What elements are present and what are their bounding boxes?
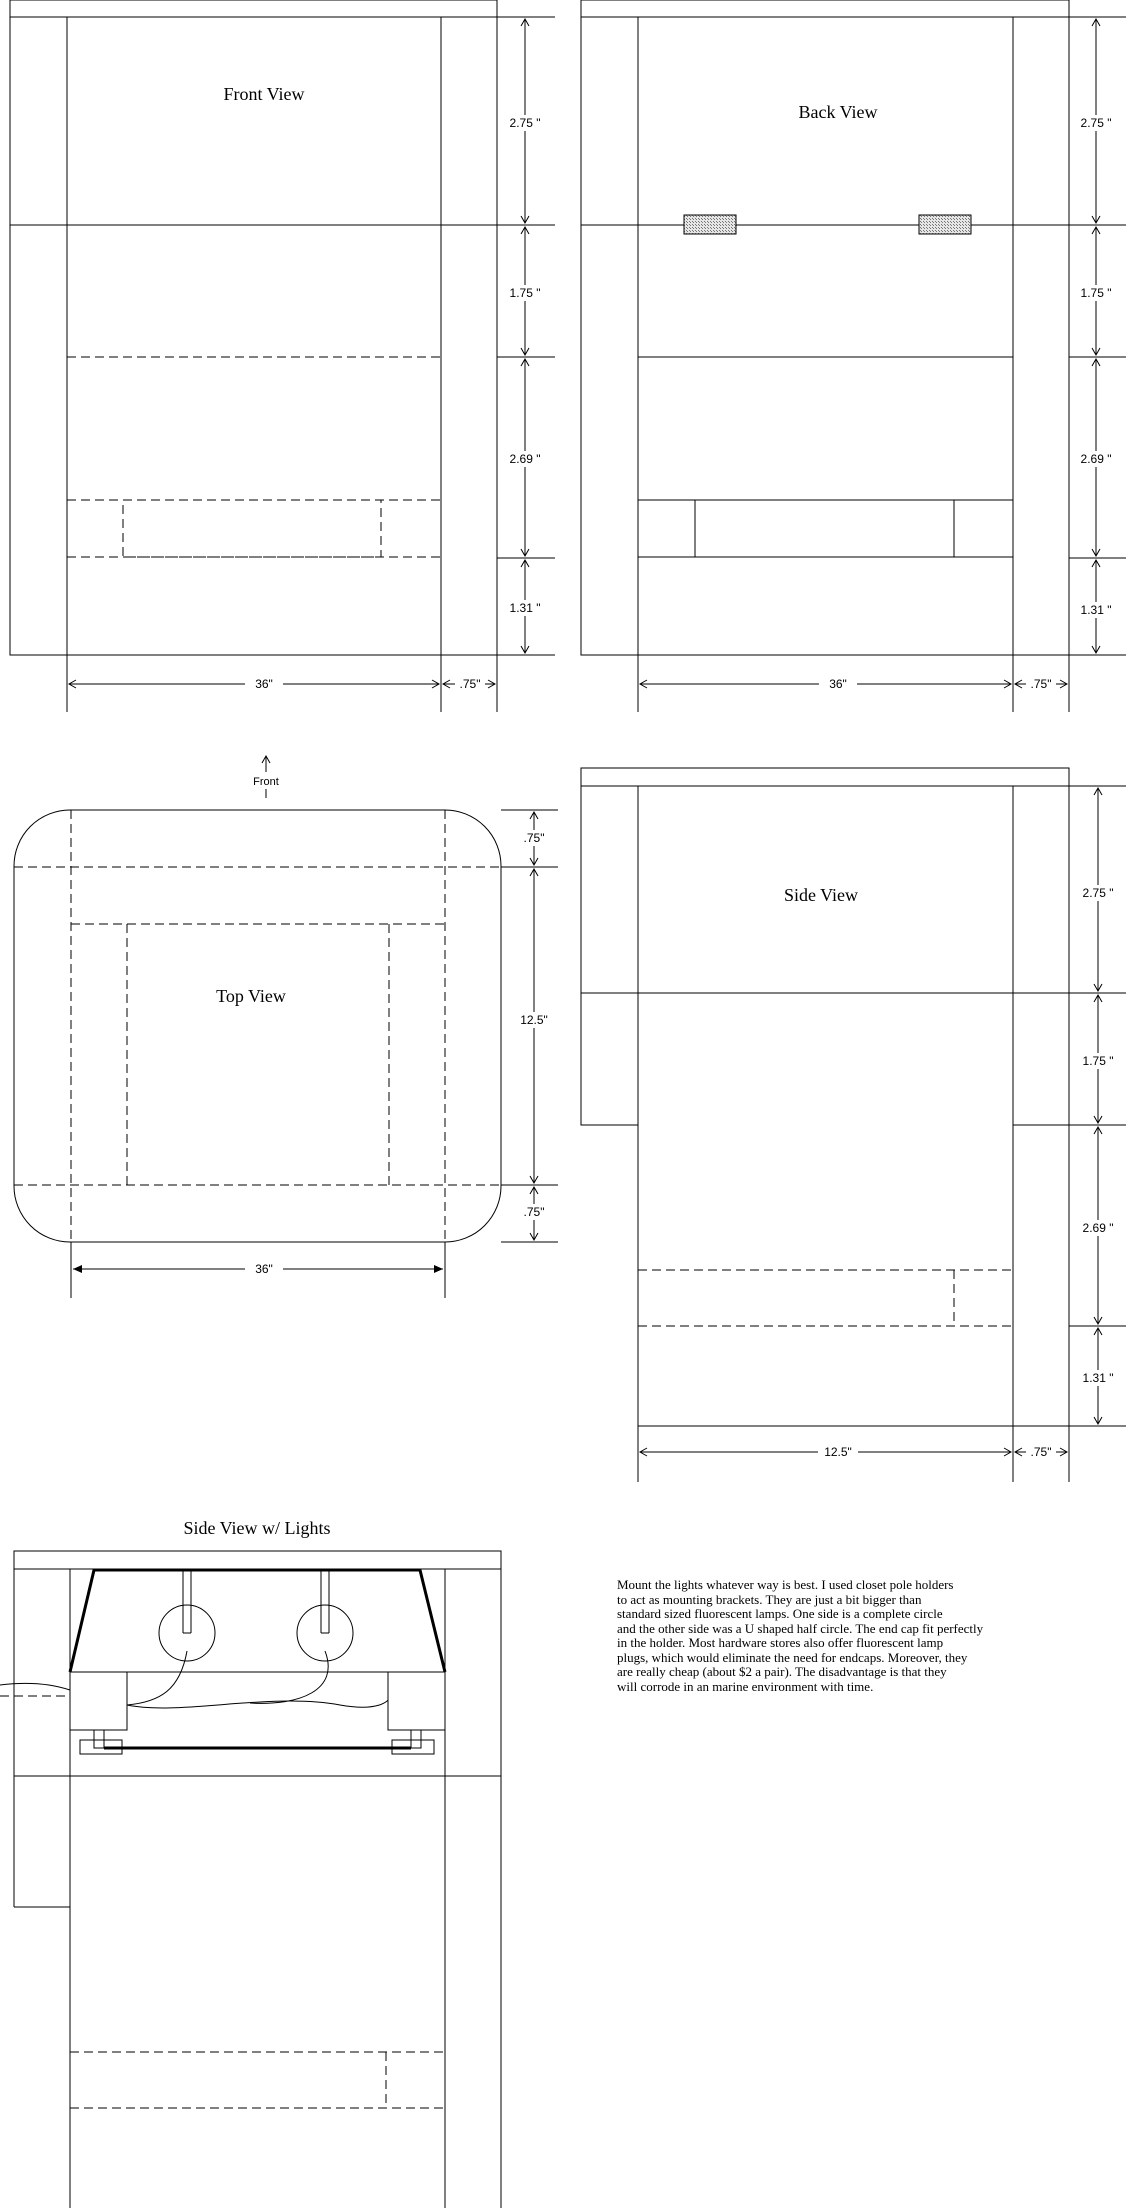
front-dim-4: 1.31 " — [510, 601, 541, 615]
notes-line: and the other side was a U shaped half c… — [617, 1620, 984, 1636]
back-hinge-left — [684, 215, 736, 234]
back-dim-2: 1.75 " — [1081, 286, 1112, 300]
top-edge-top-dim: .75" — [524, 831, 545, 845]
side-dim-4: 1.31 " — [1083, 1371, 1114, 1385]
top-view: Front Top View .75" 12.5" .75" 36" — [14, 756, 558, 1298]
side-view-title: Side View — [784, 885, 858, 905]
top-view-title: Top View — [216, 986, 286, 1006]
back-dim-1: 2.75 " — [1081, 116, 1112, 130]
notes-line: to act as mounting brackets. They are ju… — [617, 1591, 922, 1607]
side-side-dim: .75" — [1031, 1445, 1052, 1459]
front-side-dim: .75" — [460, 677, 481, 691]
side-view: Side View 2.75 " 1.75 " 2.69 " 1.31 " 12… — [581, 768, 1126, 1482]
top-width-dim: 36" — [255, 1262, 273, 1276]
back-dim-3: 2.69 " — [1081, 452, 1112, 466]
front-dim-1: 2.75 " — [510, 116, 541, 130]
back-view-title: Back View — [798, 102, 877, 122]
side-lights-title: Side View w/ Lights — [183, 1518, 330, 1538]
top-front-label: Front — [253, 776, 279, 788]
front-width-dim: 36" — [255, 677, 273, 691]
side-dim-2: 1.75 " — [1083, 1054, 1114, 1068]
side-width-dim: 12.5" — [824, 1445, 852, 1459]
notes-line: will corrode in an marine environment wi… — [617, 1678, 874, 1694]
side-dim-3: 2.69 " — [1083, 1221, 1114, 1235]
back-hinge-right — [919, 215, 971, 234]
top-depth-dim: 12.5" — [520, 1013, 548, 1027]
front-dim-2: 1.75 " — [510, 286, 541, 300]
front-view-title: Front View — [223, 84, 304, 104]
top-edge-bottom-dim: .75" — [524, 1205, 545, 1219]
side-dim-1: 2.75 " — [1083, 886, 1114, 900]
back-dim-4: 1.31 " — [1081, 603, 1112, 617]
back-view: Back View 2.75 " 1.75 " 2.69 " 1.31 " 36… — [581, 0, 1126, 712]
lighting-notes: Mount the lights whatever way is best. I… — [617, 1577, 1087, 1694]
notes-line: are really cheap (about $2 a pair). The … — [617, 1664, 947, 1679]
side-view-lights: Side View w/ Lights — [0, 1518, 501, 2208]
notes-line: plugs, which would eliminate the need fo… — [617, 1649, 968, 1665]
notes-line: standard sized fluorescent lamps. One si… — [617, 1606, 943, 1621]
notes-line: in the holder. Most hardware stores also… — [617, 1635, 944, 1650]
back-width-dim: 36" — [829, 677, 847, 691]
front-dim-3: 2.69 " — [510, 452, 541, 466]
notes-line: Mount the lights whatever way is best. I… — [617, 1577, 954, 1592]
back-side-dim: .75" — [1031, 677, 1052, 691]
front-view: Front View 2.75 " 1.75 " 2.69 " 1.31 " 3… — [10, 0, 555, 712]
